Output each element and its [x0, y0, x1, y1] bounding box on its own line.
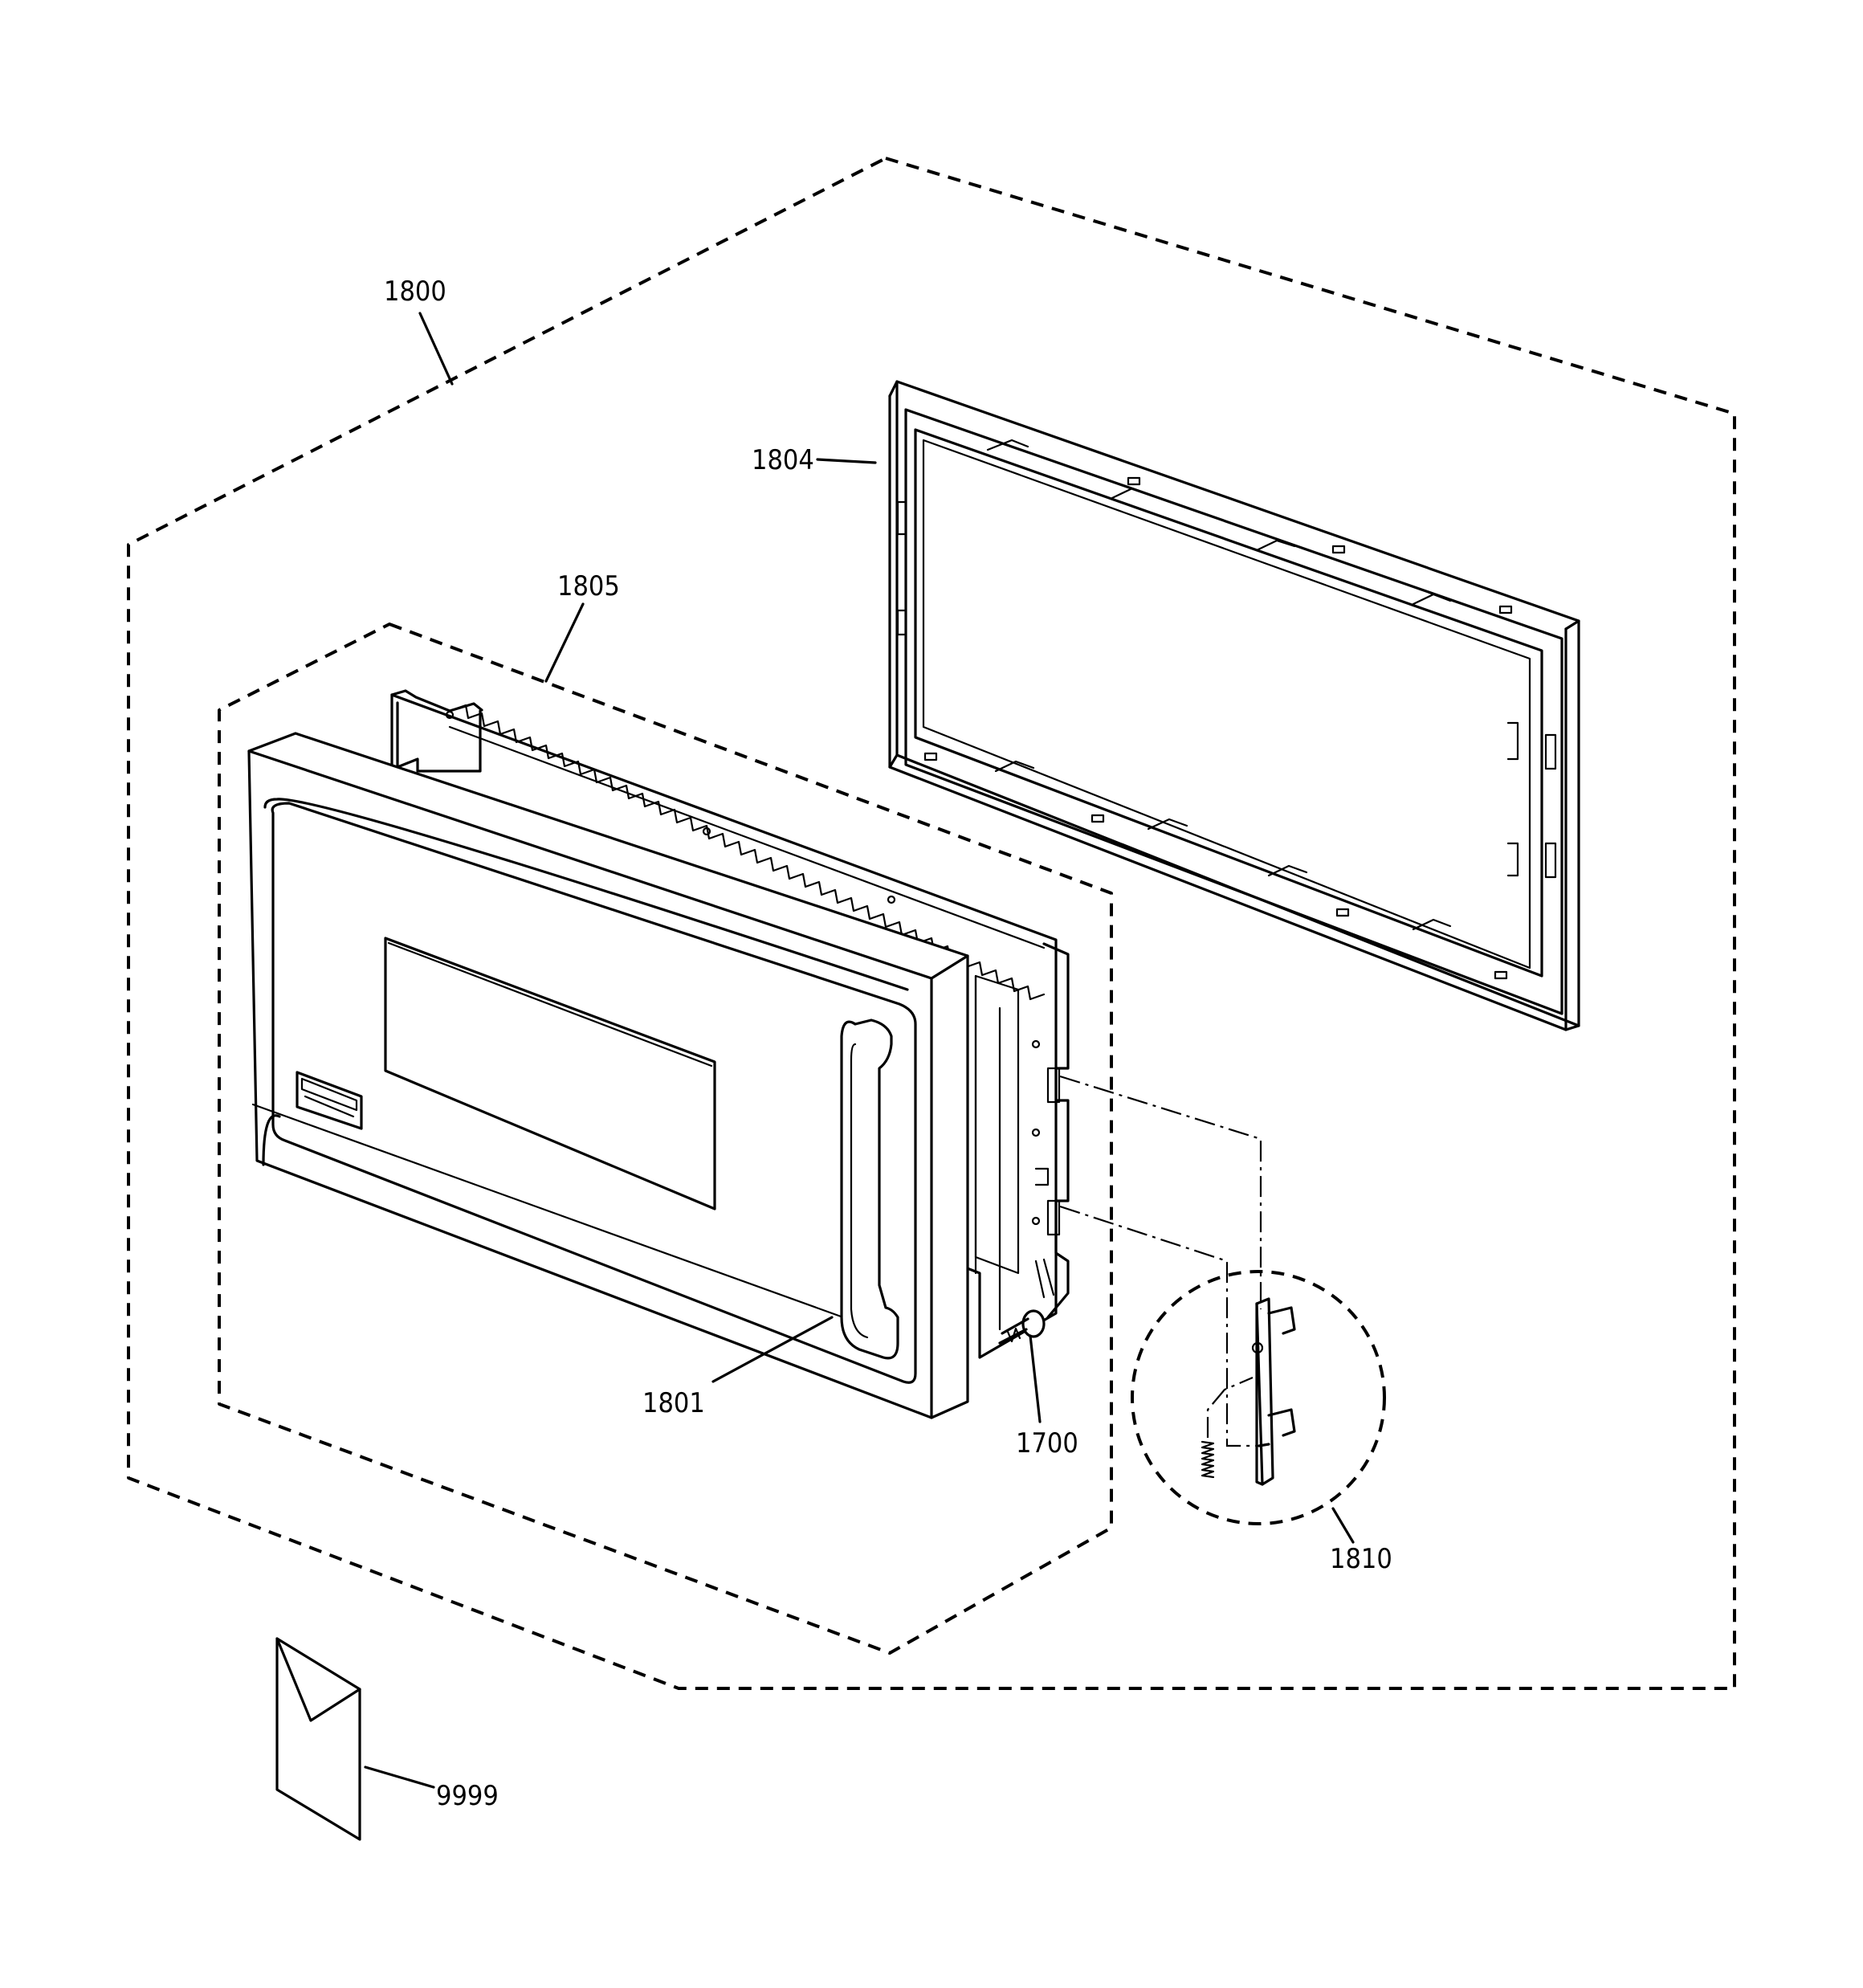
label-1800: 1800	[384, 276, 446, 308]
leader-9999	[364, 1766, 435, 1789]
leader-1804	[816, 458, 877, 464]
leader-1700	[1029, 1334, 1042, 1423]
label-1700: 1700	[1016, 1427, 1078, 1459]
subassembly-1805-boundary	[218, 623, 1113, 1655]
label-1804: 1804	[752, 444, 814, 476]
door-frame-1804	[888, 380, 1580, 1031]
assembly-1800-boundary	[127, 157, 1736, 1690]
screw-1700	[998, 1309, 1046, 1345]
leader-1801	[711, 1316, 834, 1383]
latch-leader-upper	[1059, 1075, 1262, 1309]
label-1801: 1801	[642, 1387, 705, 1419]
label-1810: 1810	[1330, 1543, 1392, 1575]
label-9999: 9999	[436, 1780, 499, 1812]
latch-kit-1810	[1201, 1297, 1296, 1486]
label-1805: 1805	[557, 570, 620, 602]
outer-door-1801	[247, 732, 969, 1419]
latch-kit-1810-boundary	[1131, 1270, 1386, 1525]
latch-leader-lower	[1059, 1205, 1261, 1447]
literature-envelope-9999	[275, 1637, 361, 1841]
leader-1810	[1331, 1507, 1355, 1544]
leader-1805	[544, 602, 585, 683]
leader-1800	[418, 312, 454, 386]
